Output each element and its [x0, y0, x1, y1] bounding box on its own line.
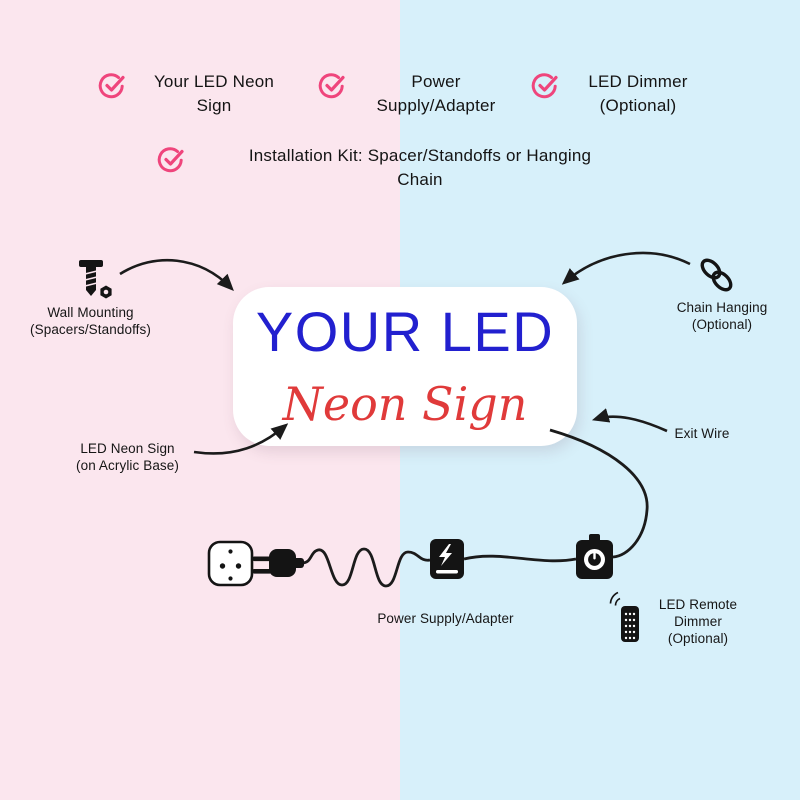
wire-dimmer-adapter [463, 554, 577, 563]
inline-dimmer-icon [576, 534, 613, 579]
check-circle-icon [157, 147, 184, 173]
callout-wall-mounting: Wall Mounting (Spacers/Standoffs) [30, 305, 151, 337]
callout-led-neon-sign: LED Neon Sign (on Acrylic Base) [76, 441, 179, 473]
sign-title: YOUR LED [255, 300, 555, 363]
callout-remote-dimmer: LED Remote Dimmer (Optional) [658, 597, 738, 646]
remote-control-icon [609, 591, 639, 642]
callout-power-supply: Power Supply/Adapter [377, 611, 514, 626]
checklist-item-installation-kit: Installation Kit: Spacer/Standoffs or Ha… [157, 144, 646, 192]
checklist-label: Power Supply/Adapter [376, 72, 496, 115]
checklist-label: LED Dimmer (Optional) [588, 72, 688, 115]
sign-subtitle: Neon Sign [282, 377, 528, 431]
arrow-exit-wire [591, 408, 668, 433]
acrylic-sign-base [233, 287, 577, 446]
power-plug-icon [252, 549, 304, 577]
callout-chain-hanging: Chain Hanging (Optional) [676, 300, 768, 332]
check-circle-icon [531, 73, 558, 99]
checklist-item-dimmer: LED Dimmer (Optional) [531, 70, 708, 118]
check-circle-icon [318, 73, 345, 99]
checklist-label: Your LED Neon Sign [153, 72, 275, 115]
wall-socket-icon [207, 540, 254, 587]
screw-standoff-icon [79, 260, 112, 299]
wire-exit [549, 428, 649, 559]
wire-plug-adapter [301, 547, 431, 588]
checklist-item-neon-sign: Your LED Neon Sign [98, 70, 293, 118]
arrow-wall-mounting [119, 258, 234, 292]
checklist-item-power-supply: Power Supply/Adapter [318, 70, 517, 118]
callout-exit-wire: Exit Wire [674, 426, 730, 441]
arrow-chain-hanging [561, 251, 691, 285]
check-circle-icon [98, 73, 125, 99]
chain-link-icon [700, 258, 733, 292]
checklist-label: Installation Kit: Spacer/Standoffs or Ha… [248, 146, 592, 189]
power-adapter-icon [430, 539, 464, 579]
